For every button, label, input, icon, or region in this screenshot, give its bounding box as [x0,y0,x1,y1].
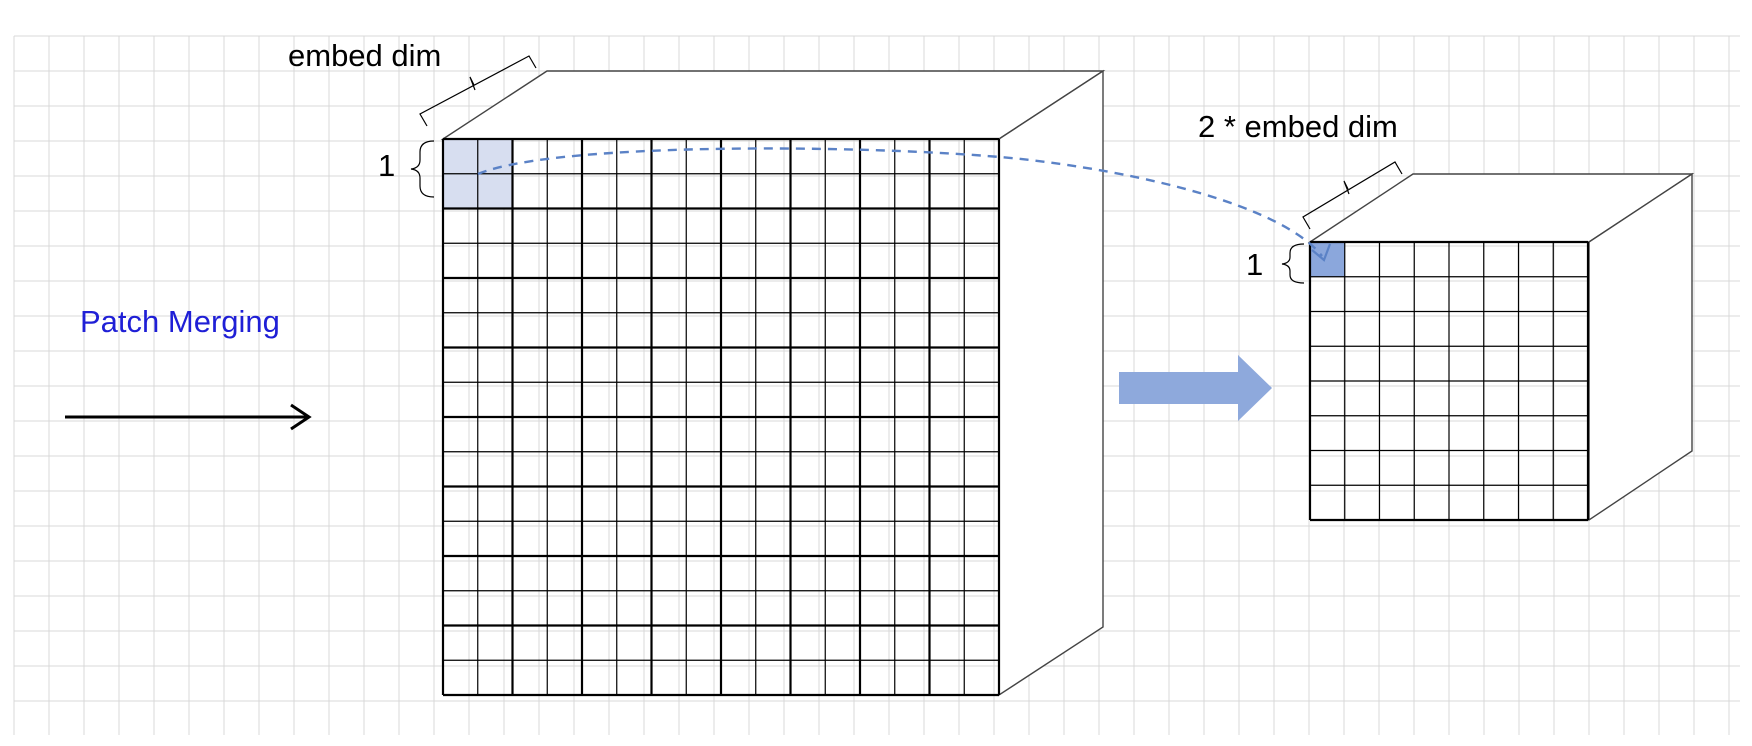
input-tensor-side-face [998,69,1104,697]
depth-label-output: 1 [1246,247,1263,282]
block-arrow-right-icon [1119,355,1272,421]
output-token-grid [1308,240,1590,522]
double-embed-dim-brace [1302,161,1403,230]
input-token-grid [441,137,1001,697]
embed-dim-label: embed dim [288,38,441,73]
background-grid [13,35,1740,735]
diagram-title: Patch Merging [80,304,280,339]
depth-label-input: 1 [378,148,395,183]
arrow-right-icon [65,403,312,431]
output-tensor [1307,172,1695,522]
depth-brace-input [410,140,435,198]
double-embed-dim-label: 2 * embed dim [1198,109,1398,144]
input-tensor-top-face [440,70,1106,140]
embed-dim-brace [419,55,537,127]
depth-brace-output [1281,243,1305,284]
merge-mapping-dashed-arrow [477,147,1332,262]
input-tensor [440,69,1106,697]
